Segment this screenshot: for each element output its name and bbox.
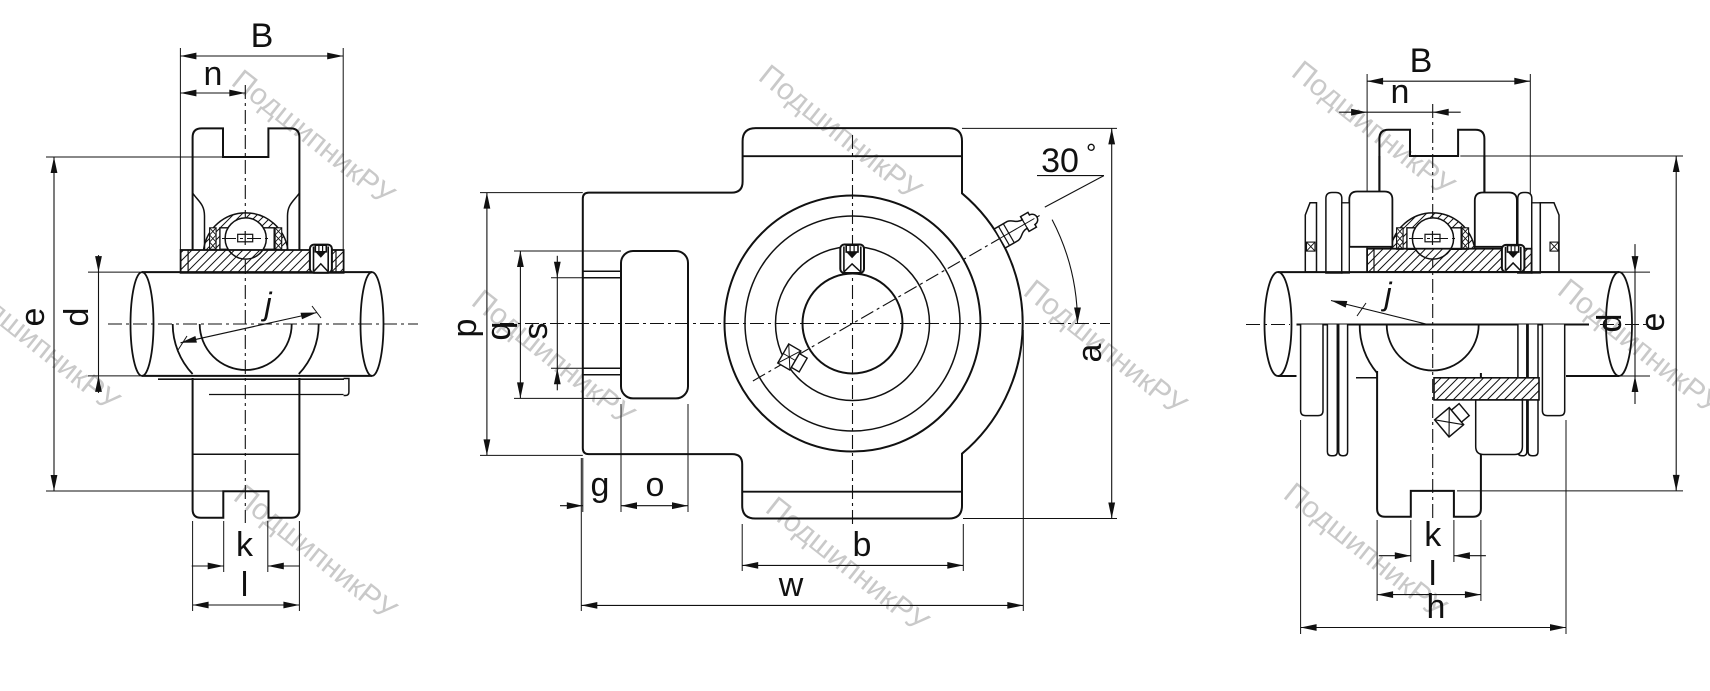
svg-text:h: h (1427, 588, 1446, 626)
svg-text:w: w (778, 566, 804, 604)
svg-text:k: k (1424, 516, 1442, 554)
svg-text:b: b (853, 526, 872, 564)
svg-text:d: d (58, 308, 96, 327)
svg-text:e: e (1634, 313, 1672, 332)
svg-text:l: l (1429, 555, 1437, 593)
svg-text:n: n (204, 55, 223, 93)
svg-text:n: n (1391, 73, 1410, 111)
svg-text:g: g (591, 466, 610, 504)
svg-text:B: B (1410, 42, 1433, 80)
svg-text:B: B (251, 17, 274, 55)
svg-text:d: d (1591, 314, 1629, 333)
svg-text:q: q (480, 322, 518, 341)
svg-text:o: o (646, 466, 665, 504)
svg-text:°: ° (1086, 138, 1096, 168)
svg-text:30: 30 (1041, 142, 1079, 180)
svg-text:s: s (517, 323, 555, 340)
svg-text:a: a (1071, 343, 1109, 362)
svg-text:k: k (236, 526, 254, 564)
svg-text:e: e (14, 308, 52, 327)
svg-text:p: p (446, 319, 484, 338)
svg-text:l: l (241, 566, 249, 604)
